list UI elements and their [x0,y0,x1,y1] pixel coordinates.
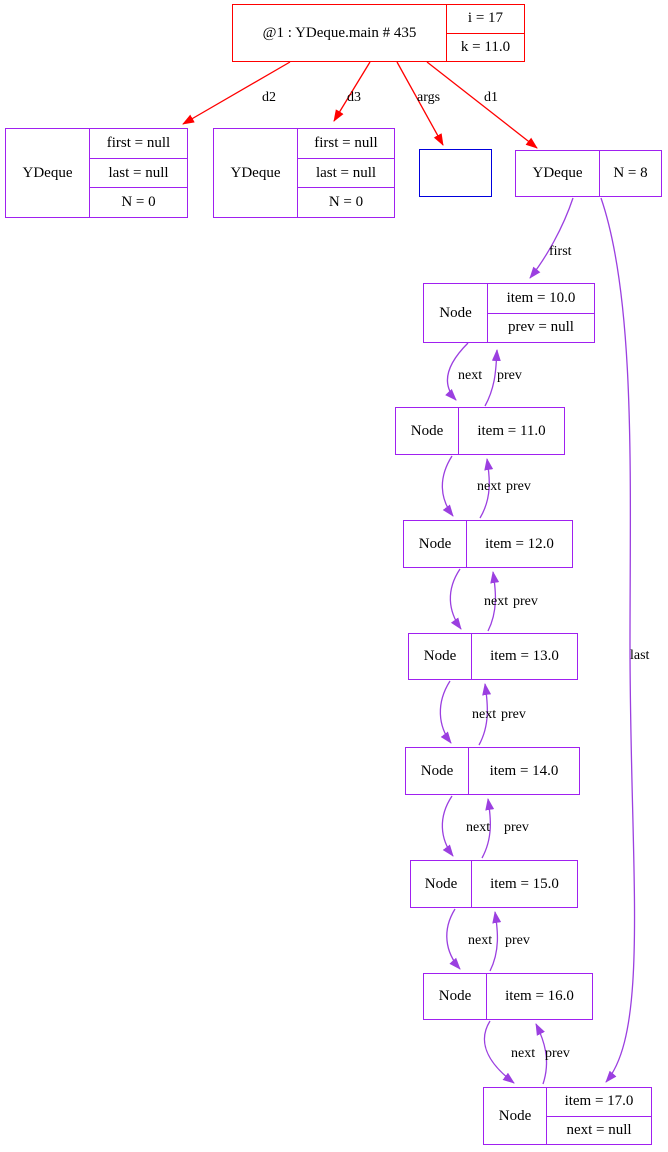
node-4: Node item = 13.0 [408,633,578,680]
frame-field-i: i = 17 [467,10,504,27]
edge-d1-arrow [426,61,538,149]
edge-label-next-6: next [468,933,493,948]
node-7: Node item = 16.0 [423,973,593,1020]
stack-frame-title: @1 : YDeque.main # 435 [262,24,417,41]
ydeque-d3-last: last = null [298,157,394,188]
edge-label-next-4: next [472,707,497,722]
edge-label-prev-6: prev [505,933,530,948]
edge-label-prev-5: prev [504,820,529,835]
node-8: Node item = 17.0 next = null [483,1087,652,1145]
node-1-prev: prev = null [488,312,594,343]
node-8-item: item = 17.0 [564,1093,634,1110]
args-array [419,149,492,197]
edge-next-2-arrow [441,455,454,517]
edge-d3-arrow [333,61,371,122]
ydeque-d3-type: YDeque [230,164,281,181]
edge-label-first: first [549,244,572,259]
edge-label-args: args [417,90,441,105]
edge-label-next-2: next [477,479,502,494]
edge-args-arrow [396,61,444,146]
node-1-type: Node [439,304,472,321]
node-8-type: Node [498,1107,532,1124]
node-5: Node item = 14.0 [405,747,580,795]
node-7-item: item = 16.0 [505,988,574,1004]
edge-next-5-arrow [441,795,454,857]
ydeque-d3-n: N = 0 [298,187,394,217]
node-7-type: Node [438,988,472,1004]
edge-label-next-3: next [484,594,509,609]
node-4-item: item = 13.0 [490,648,559,664]
ydeque-d2-last: last = null [90,157,187,188]
edge-label-prev-7: prev [545,1046,570,1061]
edge-label-d1: d1 [484,90,498,105]
ydeque-d2-object: YDeque first = null last = null N = 0 [5,128,188,218]
edge-label-last: last [630,648,650,663]
edge-prev-6-arrow [489,911,502,972]
edge-next-7-arrow [483,1020,515,1084]
stack-frame: @1 : YDeque.main # 435 i = 17 k = 11.0 [232,4,525,62]
edge-label-d3: d3 [347,90,361,105]
edge-label-d2: d2 [262,90,276,105]
node-3-type: Node [418,535,452,552]
node-6: Node item = 15.0 [410,860,578,908]
ydeque-d1-n: N = 8 [613,165,648,181]
edge-prev-3-arrow [487,571,500,632]
ydeque-d1-object: YDeque N = 8 [515,150,662,197]
edge-d2-arrow [182,61,291,125]
node-5-item: item = 14.0 [489,762,559,779]
edge-prev-1-arrow [484,349,501,407]
edge-prev-2-arrow [479,458,494,519]
frame-field-k: k = 11.0 [447,32,524,62]
node-8-next: next = null [547,1115,651,1145]
node-6-item: item = 15.0 [490,875,559,892]
edge-prev-7-arrow [535,1023,548,1085]
node-1: Node item = 10.0 prev = null [423,283,595,343]
node-2: Node item = 11.0 [395,407,565,455]
node-2-type: Node [410,422,444,439]
edge-next-3-arrow [449,568,462,630]
edge-label-prev-4: prev [501,707,526,722]
node-6-type: Node [424,875,458,892]
node-4-type: Node [423,648,457,664]
node-1-item: item = 10.0 [506,289,576,306]
node-3: Node item = 12.0 [403,520,573,568]
edge-label-prev-1: prev [497,368,522,383]
edge-label-next-7: next [511,1046,536,1061]
node-5-type: Node [420,762,454,779]
edge-label-next-1: next [458,368,483,383]
ydeque-d3-first: first = null [314,134,378,151]
ydeque-d3-object: YDeque first = null last = null N = 0 [213,128,395,218]
edge-first-arrow [529,197,574,279]
ydeque-d2-first: first = null [106,134,171,151]
edge-label-next-5: next [466,820,491,835]
edge-prev-4-arrow [478,683,492,746]
edge-next-6-arrow [446,908,461,970]
edge-next-1-arrow [445,342,469,401]
edge-label-prev-3: prev [513,594,538,609]
args-array-cell [420,150,491,196]
node-2-item: item = 11.0 [477,422,546,439]
ydeque-d2-n: N = 0 [90,187,187,217]
edge-last-arrow [600,197,636,1083]
edge-next-4-arrow [439,680,452,744]
ydeque-d2-type: YDeque [22,164,73,181]
edge-label-prev-2: prev [506,479,531,494]
ydeque-d1-type: YDeque [532,165,583,181]
edge-prev-5-arrow [481,798,495,859]
node-3-item: item = 12.0 [485,535,554,552]
